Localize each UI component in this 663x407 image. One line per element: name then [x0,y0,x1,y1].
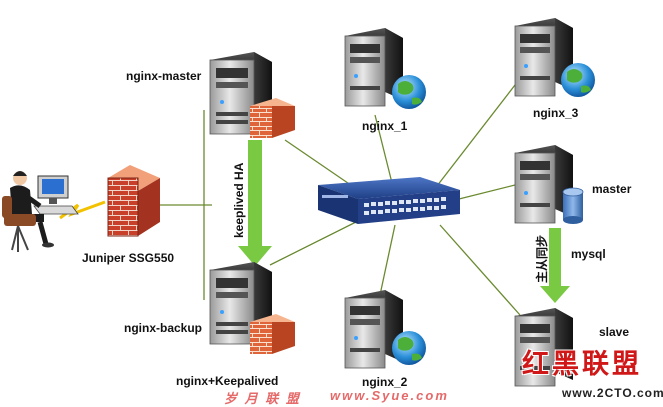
database-icon-master [562,187,584,224]
watermark-syue-url: www.Syue.com [330,388,449,403]
connection-lines [155,84,521,316]
label-master-slave-sync: 主从同步 [535,234,549,283]
switch-icon [318,177,460,224]
label-mysql: mysql [571,247,606,261]
sync-arrow [540,228,570,303]
server-icon-nginx-2 [344,290,403,369]
label-nginx-backup: nginx-backup [124,321,203,335]
firewall-icon-juniper [107,165,160,237]
user-workstation-icon [2,171,79,252]
globe-icon-nginx-1 [392,75,426,109]
watermark-brand-url: www.2CTO.com [562,386,663,400]
globe-icon-nginx-3 [561,63,595,97]
label-keepalived-ha: keeplived HA [232,162,246,238]
firewall-icon-backup [250,314,295,354]
link-nginx2-switch [379,224,396,296]
server-icon-slave [514,308,573,387]
label-nginx-3: nginx_3 [533,106,579,120]
label-nginx-master: nginx-master [126,69,202,83]
watermark-brand-cn: 红黑联盟 [522,349,642,380]
link-slave-switch [439,224,521,316]
label-master: master [592,182,632,196]
server-icon-nginx-backup [209,262,272,345]
label-slave: slave [599,325,630,339]
label-nginx-2: nginx_2 [362,375,408,389]
server-icon-nginx-3 [514,18,573,97]
label-juniper: Juniper SSG550 [82,251,175,265]
server-icon-nginx-master [209,52,272,135]
ha-arrow [238,140,272,266]
globe-icon-nginx-2 [392,331,426,365]
label-nginx-1: nginx_1 [362,119,408,133]
watermark-syue-cn: 岁 月 联 盟 [224,391,301,406]
label-nginx-keepalived: nginx+Keepalived [176,374,279,388]
firewall-icon-master [250,98,295,138]
link-backup-switch [269,214,371,266]
link-nginx3-switch [429,84,516,196]
link-master-db-switch [454,184,516,201]
